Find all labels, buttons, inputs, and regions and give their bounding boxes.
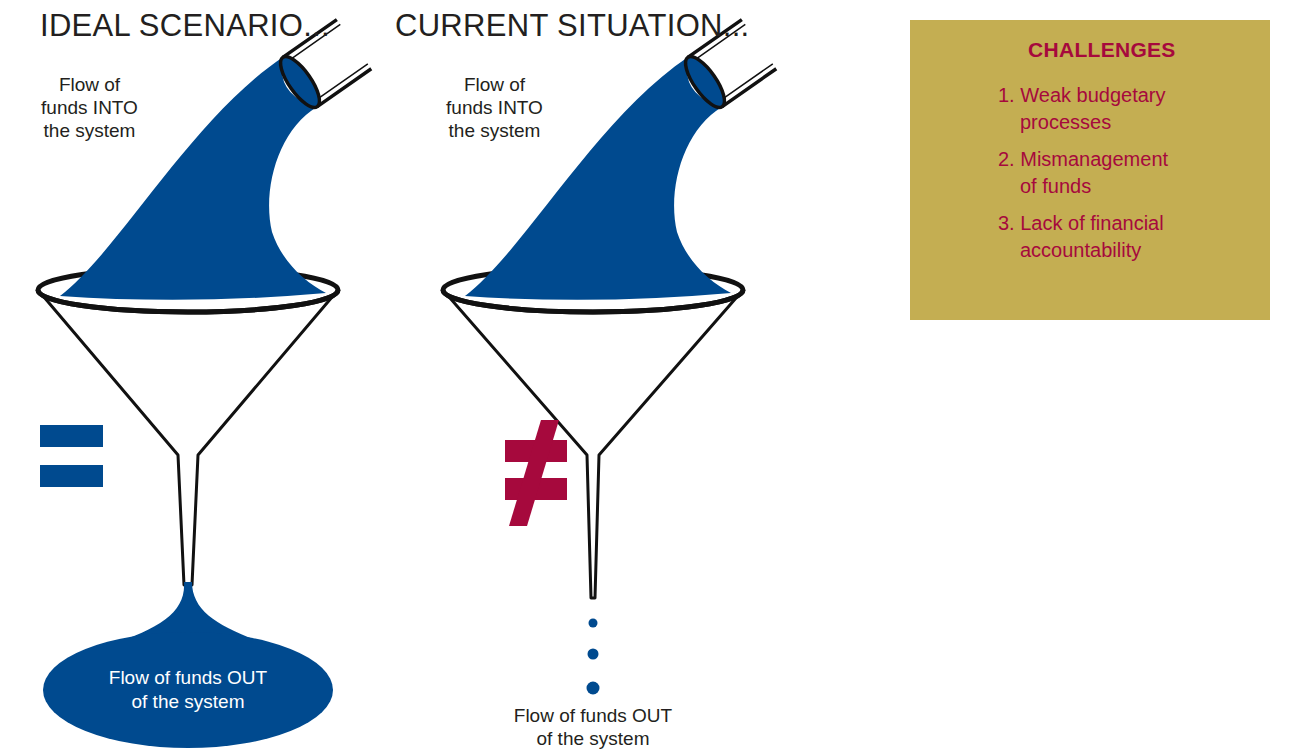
challenges-heading: CHALLENGES <box>1028 38 1270 62</box>
funnel-top-ideal <box>38 20 371 312</box>
funnel-current <box>443 20 776 695</box>
challenge-item: 1. Weak budgetary processes <box>998 82 1180 136</box>
drip-drop <box>587 682 600 695</box>
scenario-heading: CURRENT SITUATION... <box>395 8 749 44</box>
challenge-item: 2. Mismanagement of funds <box>998 146 1180 200</box>
funnel-cone <box>38 290 338 585</box>
text-group: CHALLENGES 1. Weak budgetary processes 2. … <box>998 38 1270 264</box>
not-equal-slash <box>509 420 559 526</box>
challenge-item: 3. Lack of financial accountability <box>998 210 1180 264</box>
equals-sign-bar <box>40 425 103 447</box>
challenges-box: CHALLENGES 1. Weak budgetary processes 2. … <box>910 20 1270 320</box>
scenario-heading: IDEAL SCENARIO... <box>40 8 330 44</box>
outflow-label: Flow of funds OUT of the system <box>508 704 678 750</box>
inflow-label: Flow of funds INTO the system <box>37 73 142 142</box>
pool-ellipse <box>43 632 333 748</box>
outflow-text: Flow of funds OUT of the system <box>101 666 276 714</box>
outflow-pool: Flow of funds OUT of the system <box>43 632 333 748</box>
drip-drop <box>589 619 598 628</box>
not-equal-sign <box>505 420 567 526</box>
funnel-top-current <box>443 20 776 312</box>
inflow-label: Flow of funds INTO the system <box>442 73 547 142</box>
funnel-cone <box>443 290 743 598</box>
text-group: Flow of funds OUT of the system <box>43 632 333 748</box>
equals-sign-bar <box>40 465 103 487</box>
pool-shape <box>43 632 333 748</box>
drip-drop <box>588 649 599 660</box>
